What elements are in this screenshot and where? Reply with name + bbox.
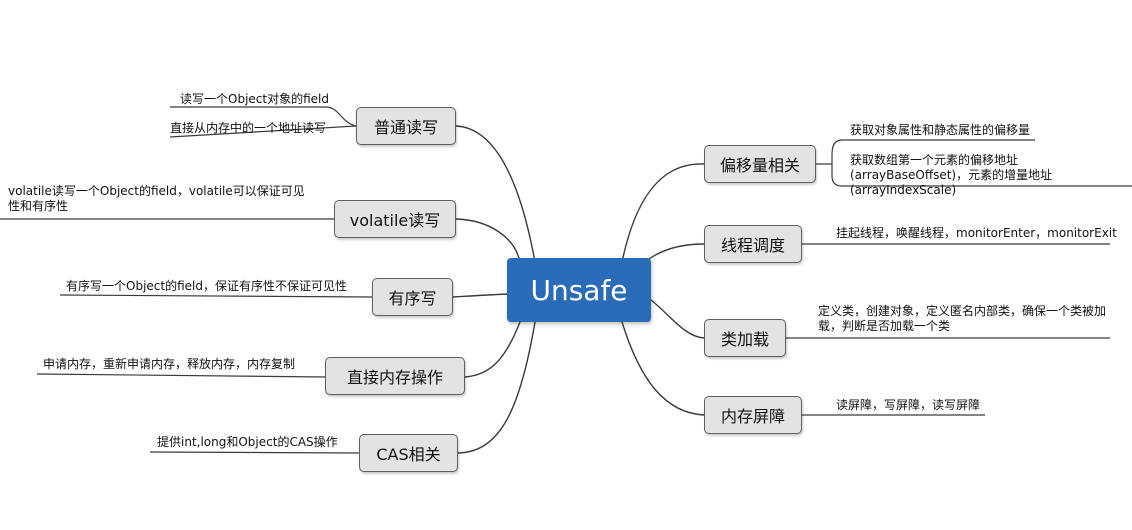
link-central-to-neicun xyxy=(621,321,705,416)
detail-youxuxie: 有序写一个Object的field，保证有序性不保证可见性 xyxy=(66,279,347,293)
detail-volatile: volatile读写一个Object的field，volatile可以保证可见性… xyxy=(8,184,305,213)
topic-volatile-duxie[interactable]: volatile读写 xyxy=(334,200,456,238)
link-central-to-zhijie xyxy=(464,321,521,378)
detail-cas: 提供int,long和Object的CAS操作 xyxy=(157,435,338,449)
topic-putong-duxie[interactable]: 普通读写 xyxy=(356,107,456,145)
link-central-to-pianyi xyxy=(621,163,705,263)
detail-leijiazai: 定义类，创建对象，定义匿名内部类，确保一个类被加载，判断是否加载一个类 xyxy=(818,304,1107,333)
detail-pianyi-1: 获取对象属性和静态属性的偏移量 xyxy=(850,123,1031,137)
topic-youxuxie[interactable]: 有序写 xyxy=(372,278,453,316)
link-central-to-leijiazai xyxy=(650,299,705,339)
topic-xiancheng-diaodu[interactable]: 线程调度 xyxy=(704,225,802,263)
detail-putong-2: 直接从内存中的一个地址读写 xyxy=(170,121,327,135)
topic-neicun-pingzhang[interactable]: 内存屏障 xyxy=(704,396,802,434)
link-central-to-putong xyxy=(455,125,536,263)
detail-putong-1: 读写一个Object对象的field xyxy=(180,92,329,106)
topic-lei-jiazai[interactable]: 类加载 xyxy=(704,319,786,357)
detail-line-cas xyxy=(149,451,360,454)
detail-line-putong-2 xyxy=(169,125,357,138)
detail-line-putong-1 xyxy=(170,106,357,127)
central-topic-unsafe[interactable]: Unsafe xyxy=(507,258,651,322)
link-central-to-xiancheng xyxy=(644,243,705,263)
detail-line-zhijie xyxy=(36,373,326,378)
link-central-to-youxuxie xyxy=(452,293,508,298)
detail-bracket-pianyi xyxy=(831,139,1132,187)
detail-neicun: 读屏障，写屏障，读写屏障 xyxy=(836,398,981,412)
link-central-to-cas xyxy=(457,321,536,454)
topic-zhijie-neicun-caozuo[interactable]: 直接内存操作 xyxy=(325,357,465,395)
topic-pianyiliang-xiangguan[interactable]: 偏移量相关 xyxy=(704,145,816,183)
detail-xiancheng: 挂起线程，唤醒线程，monitorEnter，monitorExit xyxy=(836,226,1117,240)
topic-cas-xiangguan[interactable]: CAS相关 xyxy=(359,434,458,472)
detail-pianyi-2: 获取数组第一个元素的偏移地址(arrayBaseOffset)，元素的增量地址(… xyxy=(850,153,1053,197)
detail-zhijie-neicun: 申请内存，重新申请内存，释放内存，内存复制 xyxy=(43,357,296,371)
link-central-to-volatile xyxy=(455,218,521,263)
detail-line-youxuxie xyxy=(59,294,373,298)
